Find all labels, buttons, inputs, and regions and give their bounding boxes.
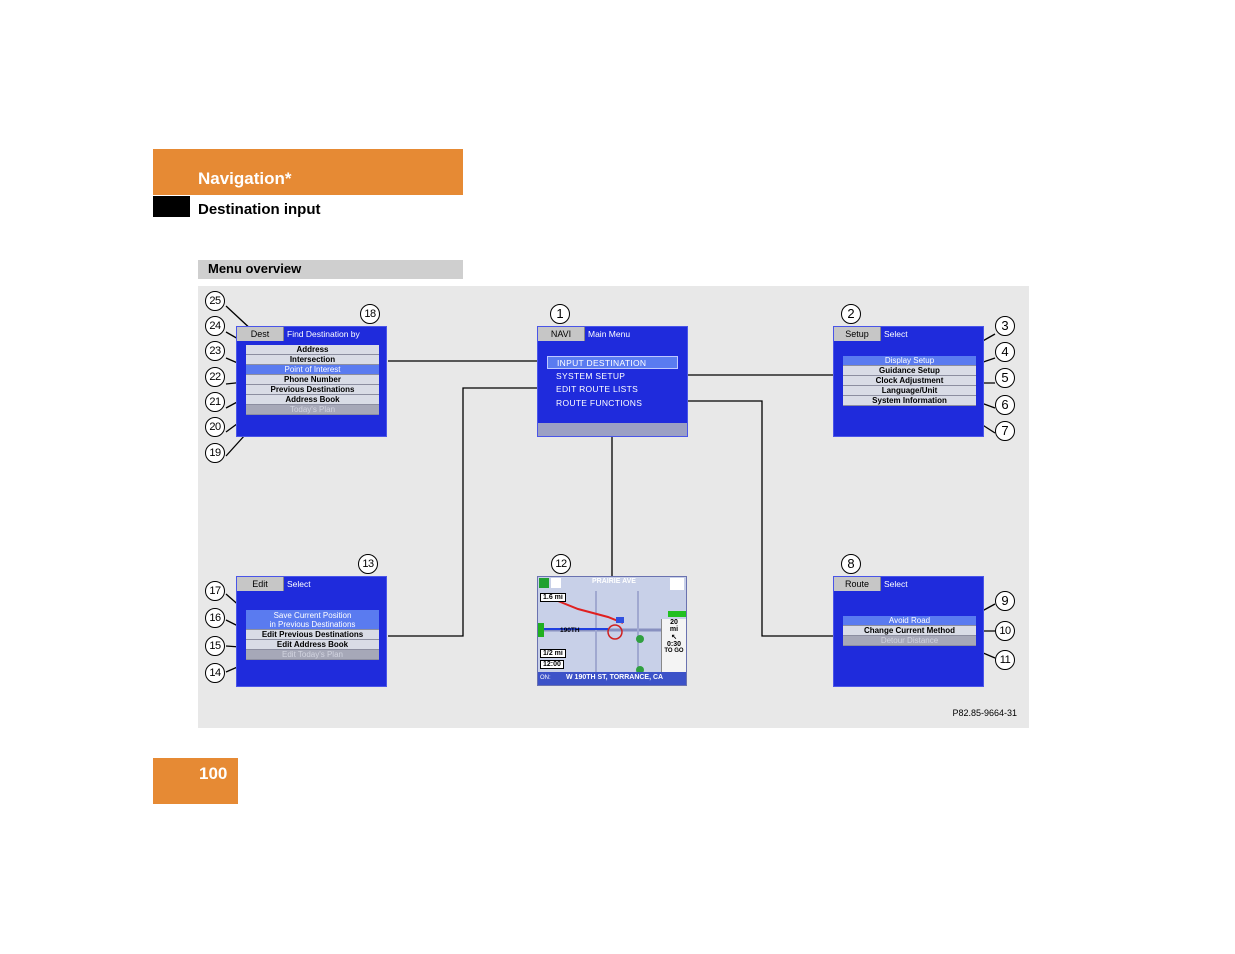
callout-19: 19 bbox=[205, 443, 225, 463]
main-item-edit-route-lists[interactable]: EDIT ROUTE LISTS bbox=[556, 384, 639, 394]
callout-10: 10 bbox=[995, 621, 1015, 641]
main-item-input-destination[interactable]: INPUT DESTINATION bbox=[547, 356, 678, 369]
callout-2: 2 bbox=[841, 304, 861, 324]
edit-item-save-line2: in Previous Destinations bbox=[269, 620, 356, 629]
map-scale[interactable]: 1/2 mi bbox=[540, 649, 566, 658]
dest-screen: Dest Find Destination by Address Interse… bbox=[236, 326, 387, 437]
map-road-label: 190TH bbox=[560, 627, 580, 634]
callout-6: 6 bbox=[995, 395, 1015, 415]
edit-item-save-line1: Save Current Position bbox=[273, 611, 352, 620]
callout-9: 9 bbox=[995, 591, 1015, 611]
edit-item-save-position[interactable]: Save Current Position in Previous Destin… bbox=[246, 610, 379, 630]
callout-12: 12 bbox=[551, 554, 571, 574]
line-main-route bbox=[687, 400, 833, 637]
edit-heading: Select bbox=[287, 579, 311, 589]
map-clock: 12:00 bbox=[540, 660, 564, 669]
setup-item-system-info[interactable]: System Information bbox=[843, 396, 976, 406]
callout-3: 3 bbox=[995, 316, 1015, 336]
callout-5: 5 bbox=[995, 368, 1015, 388]
callout-7: 7 bbox=[995, 421, 1015, 441]
navi-tab[interactable]: NAVI bbox=[538, 327, 585, 341]
map-side-panel: 20 mi ↖ 0:30 TO GO bbox=[661, 619, 686, 674]
callout-20: 20 bbox=[205, 417, 225, 437]
dest-item-intersection[interactable]: Intersection bbox=[246, 355, 379, 365]
callout-22: 22 bbox=[205, 367, 225, 387]
map-street-top: PRAIRIE AVE bbox=[592, 578, 636, 585]
setup-item-language[interactable]: Language/Unit bbox=[843, 386, 976, 396]
edit-item-todays-plan[interactable]: Edit Today's Plan bbox=[246, 650, 379, 660]
callout-25: 25 bbox=[205, 291, 225, 311]
dest-item-todays-plan[interactable]: Today's Plan bbox=[246, 405, 379, 415]
route-item-avoid-road[interactable]: Avoid Road bbox=[843, 616, 976, 626]
callout-14: 14 bbox=[205, 663, 225, 683]
main-heading: Main Menu bbox=[588, 329, 631, 339]
callout-21: 21 bbox=[205, 392, 225, 412]
dest-item-poi[interactable]: Point of Interest bbox=[246, 365, 379, 375]
callout-16: 16 bbox=[205, 608, 225, 628]
map-on-label: ON: bbox=[540, 675, 551, 681]
map-eta: 0:30 bbox=[666, 641, 681, 648]
callout-23: 23 bbox=[205, 341, 225, 361]
dest-item-address-book[interactable]: Address Book bbox=[246, 395, 379, 405]
map-street-bottom: W 190TH ST, TORRANCE, CA bbox=[566, 674, 664, 681]
callout-4: 4 bbox=[995, 342, 1015, 362]
chapter-title: Navigation* bbox=[198, 169, 292, 188]
callout-18: 18 bbox=[360, 304, 380, 324]
setup-item-guidance[interactable]: Guidance Setup bbox=[843, 366, 976, 376]
edit-tab[interactable]: Edit bbox=[237, 577, 284, 591]
dest-tab[interactable]: Dest bbox=[237, 327, 284, 341]
main-item-route-functions[interactable]: ROUTE FUNCTIONS bbox=[556, 398, 643, 408]
callout-11: 11 bbox=[995, 650, 1015, 670]
edit-item-previous[interactable]: Edit Previous Destinations bbox=[246, 630, 379, 640]
route-tab[interactable]: Route bbox=[834, 577, 881, 591]
route-screen: Route Select Avoid Road Change Current M… bbox=[833, 576, 984, 687]
main-item-system-setup[interactable]: SYSTEM SETUP bbox=[556, 371, 626, 381]
callout-1: 1 bbox=[550, 304, 570, 324]
page-number-box: 100 bbox=[153, 758, 238, 804]
section-marker bbox=[153, 196, 190, 217]
map-distance: 1.6 mi bbox=[540, 593, 566, 602]
main-menu-screen: NAVI Main Menu INPUT DESTINATION SYSTEM … bbox=[537, 326, 688, 437]
setup-screen: Setup Select Display Setup Guidance Setu… bbox=[833, 326, 984, 437]
dest-item-address[interactable]: Address bbox=[246, 345, 379, 355]
route-item-detour[interactable]: Detour Distance bbox=[843, 636, 976, 646]
map-screen: PRAIRIE AVE 1.6 mi 190TH 1/2 mi 12:00 20… bbox=[537, 576, 687, 686]
map-graphic bbox=[538, 578, 686, 674]
setup-tab[interactable]: Setup bbox=[834, 327, 881, 341]
chapter-header: Navigation* bbox=[153, 149, 463, 195]
menu-overview-bar: Menu overview bbox=[198, 260, 463, 279]
map-zoom[interactable]: 20 bbox=[670, 619, 678, 626]
setup-heading: Select bbox=[884, 329, 908, 339]
section-subtitle: Destination input bbox=[198, 201, 321, 218]
line-main-edit bbox=[388, 387, 537, 637]
callout-13: 13 bbox=[358, 554, 378, 574]
edit-item-address-book[interactable]: Edit Address Book bbox=[246, 640, 379, 650]
map-eta-label: TO GO bbox=[664, 648, 684, 654]
menu-overview-label: Menu overview bbox=[208, 261, 302, 276]
callout-24: 24 bbox=[205, 316, 225, 336]
map-bottom-bar: ON: W 190TH ST, TORRANCE, CA bbox=[538, 672, 686, 685]
callout-15: 15 bbox=[205, 636, 225, 656]
route-heading: Select bbox=[884, 579, 908, 589]
route-item-change-method[interactable]: Change Current Method bbox=[843, 626, 976, 636]
map-compass-icon: ↖ bbox=[671, 634, 677, 641]
setup-item-display[interactable]: Display Setup bbox=[843, 356, 976, 366]
callout-8: 8 bbox=[841, 554, 861, 574]
map-zoom-unit: mi bbox=[669, 626, 679, 633]
dest-item-phone[interactable]: Phone Number bbox=[246, 375, 379, 385]
reference-code: P82.85-9664-31 bbox=[952, 708, 1017, 718]
main-footer-bar bbox=[538, 423, 687, 436]
menu-diagram: Dest Find Destination by Address Interse… bbox=[198, 286, 1029, 728]
dest-heading: Find Destination by bbox=[287, 329, 360, 339]
callout-17: 17 bbox=[205, 581, 225, 601]
dest-item-previous[interactable]: Previous Destinations bbox=[246, 385, 379, 395]
setup-item-clock[interactable]: Clock Adjustment bbox=[843, 376, 976, 386]
edit-screen: Edit Select Save Current Position in Pre… bbox=[236, 576, 387, 687]
page-number: 100 bbox=[199, 764, 228, 783]
